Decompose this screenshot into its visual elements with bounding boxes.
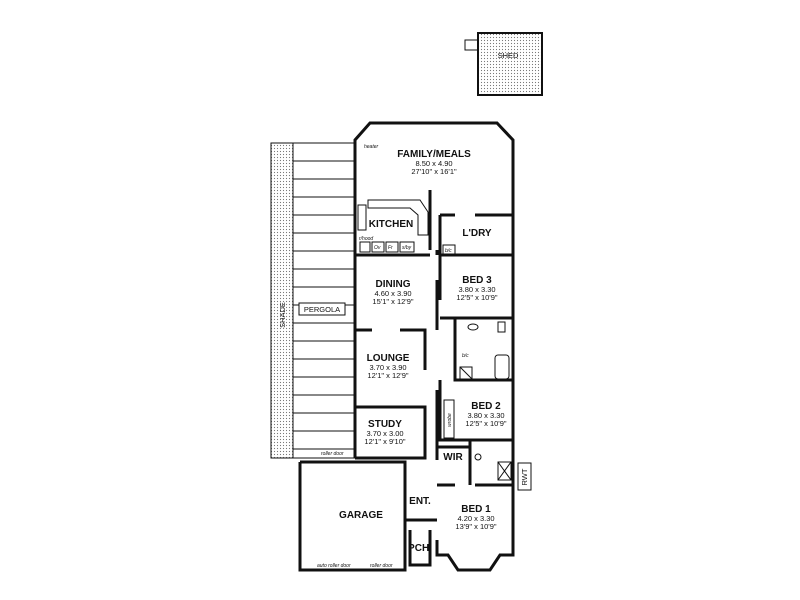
shed: SHED xyxy=(464,32,543,96)
roller-door-top-label: roller door xyxy=(321,451,344,457)
room-bed2: BED 2 3.80 x 3.30 12'5" x 10'9" xyxy=(465,401,506,428)
shade-label: SHADE xyxy=(278,302,287,328)
room-bed1: BED 1 4.20 x 3.30 13'9" x 10'9" xyxy=(455,504,496,531)
bed2-metric: 3.80 x 3.30 xyxy=(467,411,504,420)
family-imperial: 27'10" x 16'1" xyxy=(411,167,457,176)
dining-metric: 4.60 x 3.90 xyxy=(374,289,411,298)
oven-label: Ov xyxy=(374,245,381,251)
heater-label: heater xyxy=(364,144,379,150)
fridge-label: Fr xyxy=(388,245,393,251)
bed1-label: BED 1 xyxy=(461,504,491,515)
entry-label: ENT. xyxy=(409,496,431,507)
room-study: STUDY 3.70 x 3.00 12'1" x 9'10" xyxy=(364,419,405,446)
bed3-imperial: 12'5" x 10'9" xyxy=(456,293,497,302)
study-metric: 3.70 x 3.00 xyxy=(366,429,403,438)
room-lounge: LOUNGE 3.70 x 3.90 12'1" x 12'9" xyxy=(367,353,410,380)
bed1-imperial: 13'9" x 10'9" xyxy=(455,522,496,531)
kitchen-label: KITCHEN xyxy=(369,219,413,230)
roller-door-bottom-label: roller door xyxy=(370,563,393,569)
lounge-imperial: 12'1" x 12'9" xyxy=(367,371,408,380)
walls xyxy=(298,121,515,572)
rwt-label: RWT xyxy=(520,468,529,485)
bed1-metric: 4.20 x 3.30 xyxy=(457,514,494,523)
lounge-label: LOUNGE xyxy=(367,353,410,364)
pergola xyxy=(292,142,356,459)
shed-label: SHED xyxy=(498,51,519,60)
standby-label: s/by xyxy=(402,245,412,251)
lounge-metric: 3.70 x 3.90 xyxy=(369,363,406,372)
wir-label: WIR xyxy=(443,452,463,463)
bed2-label: BED 2 xyxy=(471,401,501,412)
pergola-label: PERGOLA xyxy=(304,305,340,314)
bic-label: b/c xyxy=(445,248,452,254)
wrobe-label: wrobe xyxy=(447,413,453,427)
room-dining: DINING 4.60 x 3.90 15'1" x 12'9" xyxy=(372,279,413,306)
family-metric: 8.50 x 4.90 xyxy=(415,159,452,168)
laundry-label: L'DRY xyxy=(462,228,492,239)
room-bed3: BED 3 3.80 x 3.30 12'5" x 10'9" xyxy=(456,275,497,302)
rangehood-label: r/hood xyxy=(359,236,373,242)
auto-roller-door-label: auto roller door xyxy=(317,563,351,569)
study-label: STUDY xyxy=(368,419,402,430)
dining-label: DINING xyxy=(376,279,411,290)
fittings xyxy=(357,199,512,481)
family-label: FAMILY/MEALS xyxy=(397,149,471,160)
garage-label: GARAGE xyxy=(339,510,383,521)
shade-area xyxy=(270,142,294,459)
room-family: FAMILY/MEALS 8.50 x 4.90 27'10" x 16'1" xyxy=(397,149,471,176)
bed3-metric: 3.80 x 3.30 xyxy=(458,285,495,294)
study-imperial: 12'1" x 9'10" xyxy=(364,437,405,446)
bed2-imperial: 12'5" x 10'9" xyxy=(465,419,506,428)
dining-imperial: 15'1" x 12'9" xyxy=(372,297,413,306)
porch-label: PCH. xyxy=(408,543,432,554)
bath-bic-label: b/c xyxy=(462,353,469,359)
bed3-label: BED 3 xyxy=(462,275,492,286)
